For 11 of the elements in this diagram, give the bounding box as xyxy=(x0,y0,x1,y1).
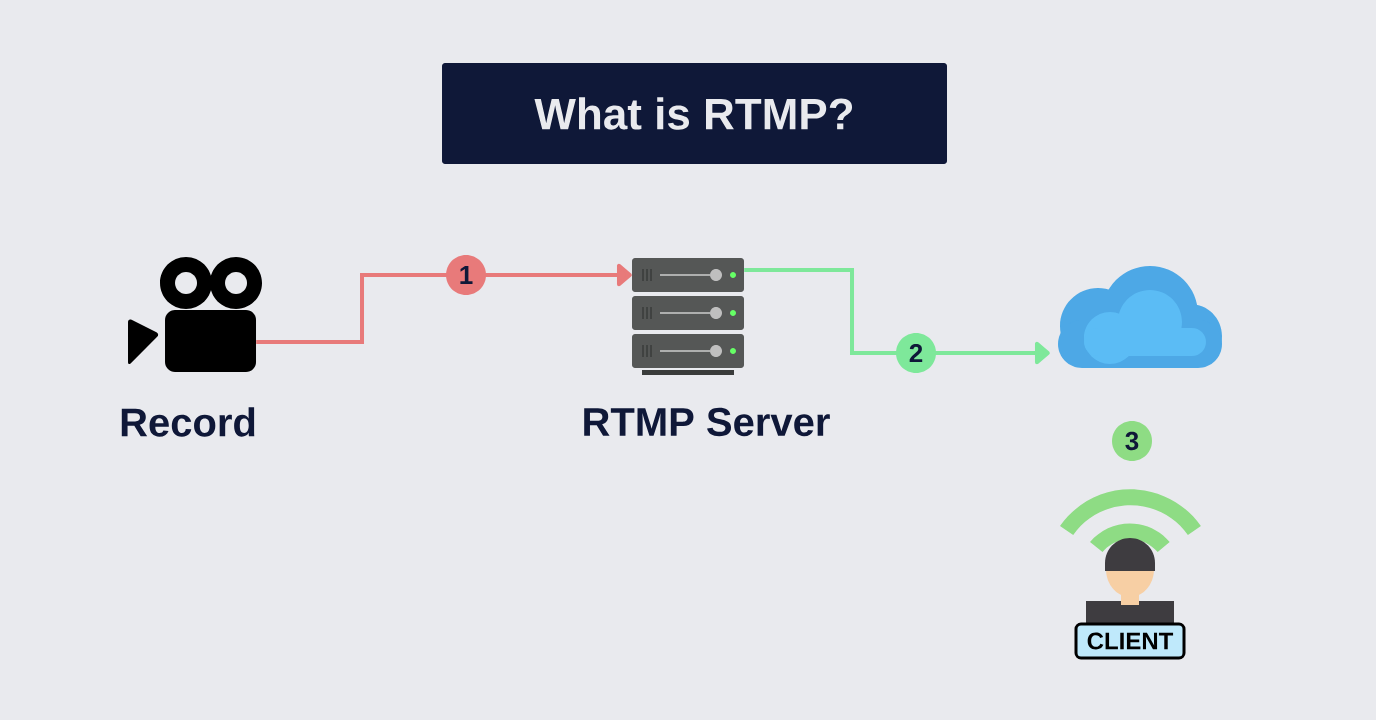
title-banner: What is RTMP? xyxy=(442,63,947,164)
edge-label: 2 xyxy=(896,333,936,373)
server-drawing xyxy=(632,258,744,375)
node-caption: Record xyxy=(121,407,255,437)
arrow xyxy=(256,263,632,344)
arrow xyxy=(744,268,1050,365)
step-number: 3 xyxy=(1112,421,1152,461)
edge-label: 1 xyxy=(446,255,486,295)
video-camera-drawing xyxy=(128,257,262,372)
node-caption: RTMP Server xyxy=(584,407,830,437)
name-badge: CLIENT xyxy=(1074,622,1186,660)
